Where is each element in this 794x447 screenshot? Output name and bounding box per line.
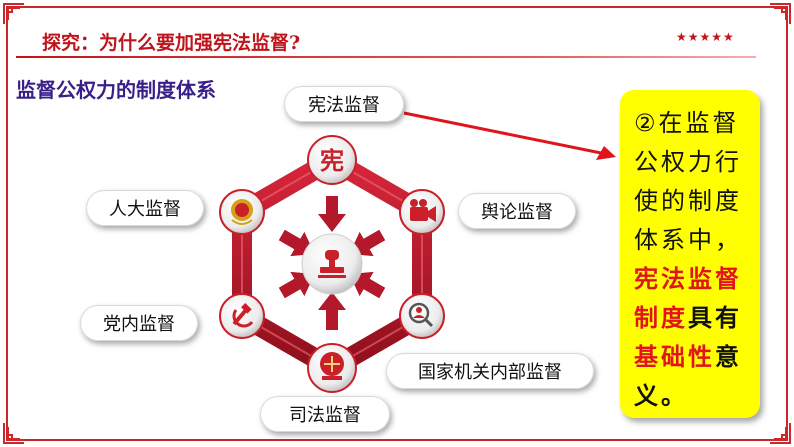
- note-plain-3: 意义。: [634, 343, 742, 410]
- slide-frame: [6, 6, 788, 441]
- arrow-from-constitution: [318, 196, 346, 232]
- node-npc-emblem: [219, 189, 265, 235]
- note-highlight-1: 宪法监督制度: [634, 265, 742, 332]
- header-title: 探究：为什么要加强宪法监督?: [42, 32, 301, 54]
- corner-ornament-top-right: [770, 3, 791, 24]
- header-stars: ★★★★★: [676, 30, 735, 44]
- node-state-org-label: 国家机关内部监督: [386, 353, 594, 389]
- video-camera-icon: [410, 207, 428, 221]
- header: 探究：为什么要加强宪法监督? ★★★★★: [16, 26, 756, 54]
- node-opinion-label: 舆论监督: [458, 193, 576, 229]
- arrow-from-judicial: [318, 292, 346, 330]
- diagram-subtitle: 监督公权力的制度体系: [16, 78, 216, 102]
- node-opinion-emblem: [399, 189, 445, 235]
- header-underline: [16, 56, 756, 58]
- corner-ornament-bottom-left: [3, 423, 24, 444]
- corner-ornament-top-left: [3, 3, 24, 24]
- node-state-org-emblem: [399, 293, 445, 339]
- node-constitution-label: 宪法监督: [284, 86, 404, 122]
- node-constitution-emblem: 宪: [307, 135, 357, 185]
- node-judicial-emblem: [307, 343, 357, 393]
- center-seal-icon: [301, 233, 363, 295]
- node-party-emblem: [219, 293, 265, 339]
- conclusion-note: ②在监督公权力行使的制度体系中， 宪法监督制度具有基础性意义。: [620, 90, 760, 418]
- note-plain-1: ②在监督公权力行使的制度体系中，: [634, 109, 742, 254]
- magnifier-person-icon: [408, 302, 430, 324]
- node-party-label: 党内监督: [80, 305, 198, 341]
- pointer-arrow: [403, 111, 607, 156]
- node-npc-label: 人大监督: [86, 190, 204, 226]
- conclusion-text: ②在监督公权力行使的制度体系中， 宪法监督制度具有基础性意义。: [634, 104, 752, 416]
- corner-ornament-bottom-right: [770, 423, 791, 444]
- note-highlight-2: 基础性: [634, 343, 715, 371]
- note-plain-2: 具有: [688, 304, 742, 332]
- node-judicial-label: 司法监督: [260, 396, 390, 432]
- constitution-char-icon: 宪: [320, 146, 344, 175]
